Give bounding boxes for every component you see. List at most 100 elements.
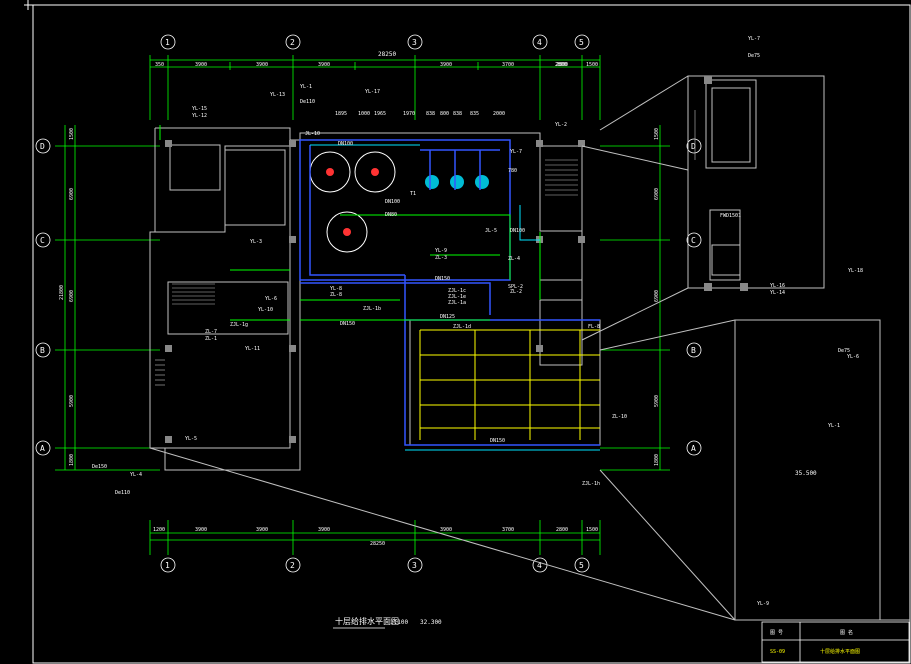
dim-right-1: 6900 [654, 188, 660, 200]
label-yl7: YL-7 [510, 149, 522, 155]
label-yl9: YL-9 [435, 248, 447, 254]
axis-col-3-bottom: 3 [412, 561, 417, 570]
sprinkler-grid [419, 329, 600, 440]
label-yl9-roof: YL-9 [757, 601, 769, 607]
label-zl2: ZL-2 [510, 289, 522, 295]
dim-right-3: 5900 [654, 395, 660, 407]
pipe-dim-2: 1965 [374, 111, 386, 117]
axis-bubbles-bottom [160, 557, 590, 573]
label-zl1: ZL-1 [205, 336, 217, 342]
label-yl1-roof: YL-1 [828, 423, 840, 429]
label-zjl1c: ZJL-1c [448, 288, 466, 294]
label-de110: De110 [300, 99, 315, 105]
stairs-right [545, 159, 578, 196]
axis-col-1-bottom: 1 [165, 561, 170, 570]
label-yl12: YL-12 [192, 113, 207, 119]
axis-col-4-top: 4 [537, 38, 542, 47]
drawing-title: 十层给排水平面图 [335, 616, 399, 626]
title-block-col1: 图 号 [770, 630, 783, 636]
axis-row-b-left: B [40, 346, 45, 355]
left-dimensions [55, 125, 160, 471]
dim-top-7: 1500 [586, 62, 598, 68]
label-yl11: YL-11 [245, 346, 260, 352]
dim-left-3: 5900 [69, 395, 75, 407]
axis-row-d-right: D [691, 142, 696, 151]
building-walls [149, 127, 601, 471]
dim-left-0: 1500 [69, 128, 75, 140]
dim-bottom-6: 2800 [556, 527, 568, 533]
label-zjl1b: ZJL-1b [363, 306, 381, 312]
dim-right-0: 1500 [654, 128, 660, 140]
axis-bubbles-top [160, 34, 590, 50]
pipe-dim-0: 1895 [335, 111, 347, 117]
axis-col-5-top: 5 [579, 38, 584, 47]
dim-bottom-1: 3900 [195, 527, 207, 533]
axis-row-a-right: A [691, 444, 696, 453]
label-dn80: DN80 [385, 212, 397, 218]
label-yl16: YL-16 [770, 283, 785, 289]
axis-col-5-bottom: 5 [579, 561, 584, 570]
riser-labels: YL-15 YL-12 YL-13 YL-1 De110 YL-17 JL-10… [92, 36, 863, 607]
label-de150: De150 [92, 464, 107, 470]
drawing-scale: 1:100 [390, 619, 408, 626]
dim-bottom-0: 1200 [153, 527, 165, 533]
label-jl5: JL-5 [485, 228, 497, 234]
label-yl4: YL-4 [130, 472, 142, 478]
pipe-dim-5: 800 [440, 111, 449, 117]
label-de110-bottom: De110 [115, 490, 130, 496]
label-yl7-roof: YL-7 [748, 36, 760, 42]
label-de75-roof-right: De75 [838, 348, 850, 354]
label-zl10: ZL-10 [612, 414, 627, 420]
label-de75-roof: De75 [748, 53, 760, 59]
label-yl17: YL-17 [365, 89, 380, 95]
axis-bubbles-right [686, 138, 702, 456]
pipe-dim-7: 835 [470, 111, 479, 117]
stairs-left [155, 283, 215, 386]
pipe-dim-4: 838 [426, 111, 435, 117]
pipe-dim-9: 780 [508, 168, 517, 174]
dim-bottom-2: 3900 [256, 527, 268, 533]
axis-bubbles-left [35, 138, 51, 456]
pipe-dim-10: 2800 [555, 62, 567, 68]
axis-col-4-bottom: 4 [537, 561, 542, 570]
dim-bottom-7: 1500 [586, 527, 598, 533]
title-block [761, 621, 910, 663]
label-yl6-roof: YL-6 [847, 354, 859, 360]
roof-posts [704, 76, 748, 291]
label-zjl1g: ZJL-1g [230, 322, 248, 328]
axis-col-2-top: 2 [290, 38, 295, 47]
label-yl18: YL-18 [848, 268, 863, 274]
title-block-sheet-name: 十层给排水平面图 [820, 648, 860, 655]
drawing-frame [32, 4, 911, 664]
right-dimensions [600, 125, 670, 471]
label-dn100c: DN100 [510, 228, 525, 234]
drawing-elevation: 32.300 [420, 619, 442, 626]
label-dn125: DN125 [440, 314, 455, 320]
label-yl8: YL-8 [330, 286, 342, 292]
axis-row-b-right: B [691, 346, 696, 355]
pipe-dim-6: 838 [453, 111, 462, 117]
label-yl5: YL-5 [185, 436, 197, 442]
title-block-col2: 图 名 [840, 629, 853, 636]
dim-left-4: 1800 [69, 454, 75, 466]
axis-row-c-left: C [40, 236, 45, 245]
label-dn100b: DN100 [385, 199, 400, 205]
label-t1: T1 [410, 191, 416, 197]
label-yl15: YL-15 [192, 106, 207, 112]
label-dn150c: DN150 [490, 438, 505, 444]
label-zl7: ZL-7 [205, 329, 217, 335]
axis-col-2-bottom: 2 [290, 561, 295, 570]
bottom-dimensions [149, 520, 601, 555]
label-jl10: JL-10 [305, 131, 320, 137]
dim-left-total: 21800 [59, 285, 65, 300]
top-dimensions [149, 55, 601, 120]
pipe-dim-1: 1000 [358, 111, 370, 117]
dim-top-0: 350 [155, 62, 164, 68]
axis-row-c-right: C [691, 236, 696, 245]
label-zjl1a: ZJL-1a [448, 300, 466, 306]
label-yl14: YL-14 [770, 290, 785, 296]
dim-right-4: 1800 [654, 454, 660, 466]
dim-top-4: 3900 [440, 62, 452, 68]
axis-col-3-top: 3 [412, 38, 417, 47]
label-dn100a: DN100 [338, 141, 353, 147]
